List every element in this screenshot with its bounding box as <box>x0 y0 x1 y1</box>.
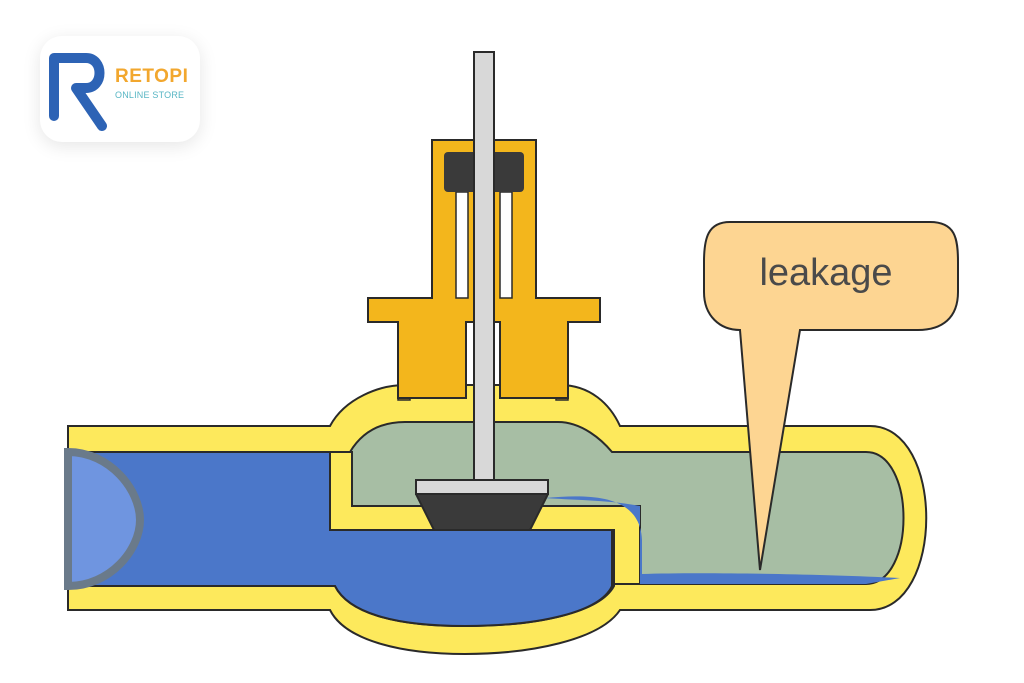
valve-stem <box>473 51 495 485</box>
gland-gap-left <box>455 191 469 299</box>
brand-logo-card[interactable]: RETOPI ONLINE STORE <box>40 36 200 142</box>
leakage-callout-bubble <box>703 221 959 571</box>
valve-stem-assembly <box>415 51 549 531</box>
pipe-opening <box>64 447 145 591</box>
r-logo-icon <box>49 53 107 131</box>
leakage-callout <box>703 221 959 571</box>
brand-name: RETOPI <box>115 66 189 87</box>
valve-disc-top <box>415 479 549 495</box>
water-inlet <box>67 451 613 628</box>
leakage-label: leakage <box>759 252 893 294</box>
pipe-body <box>64 384 928 656</box>
brand-tagline: ONLINE STORE <box>115 90 185 100</box>
gland-gap-right <box>499 191 513 299</box>
